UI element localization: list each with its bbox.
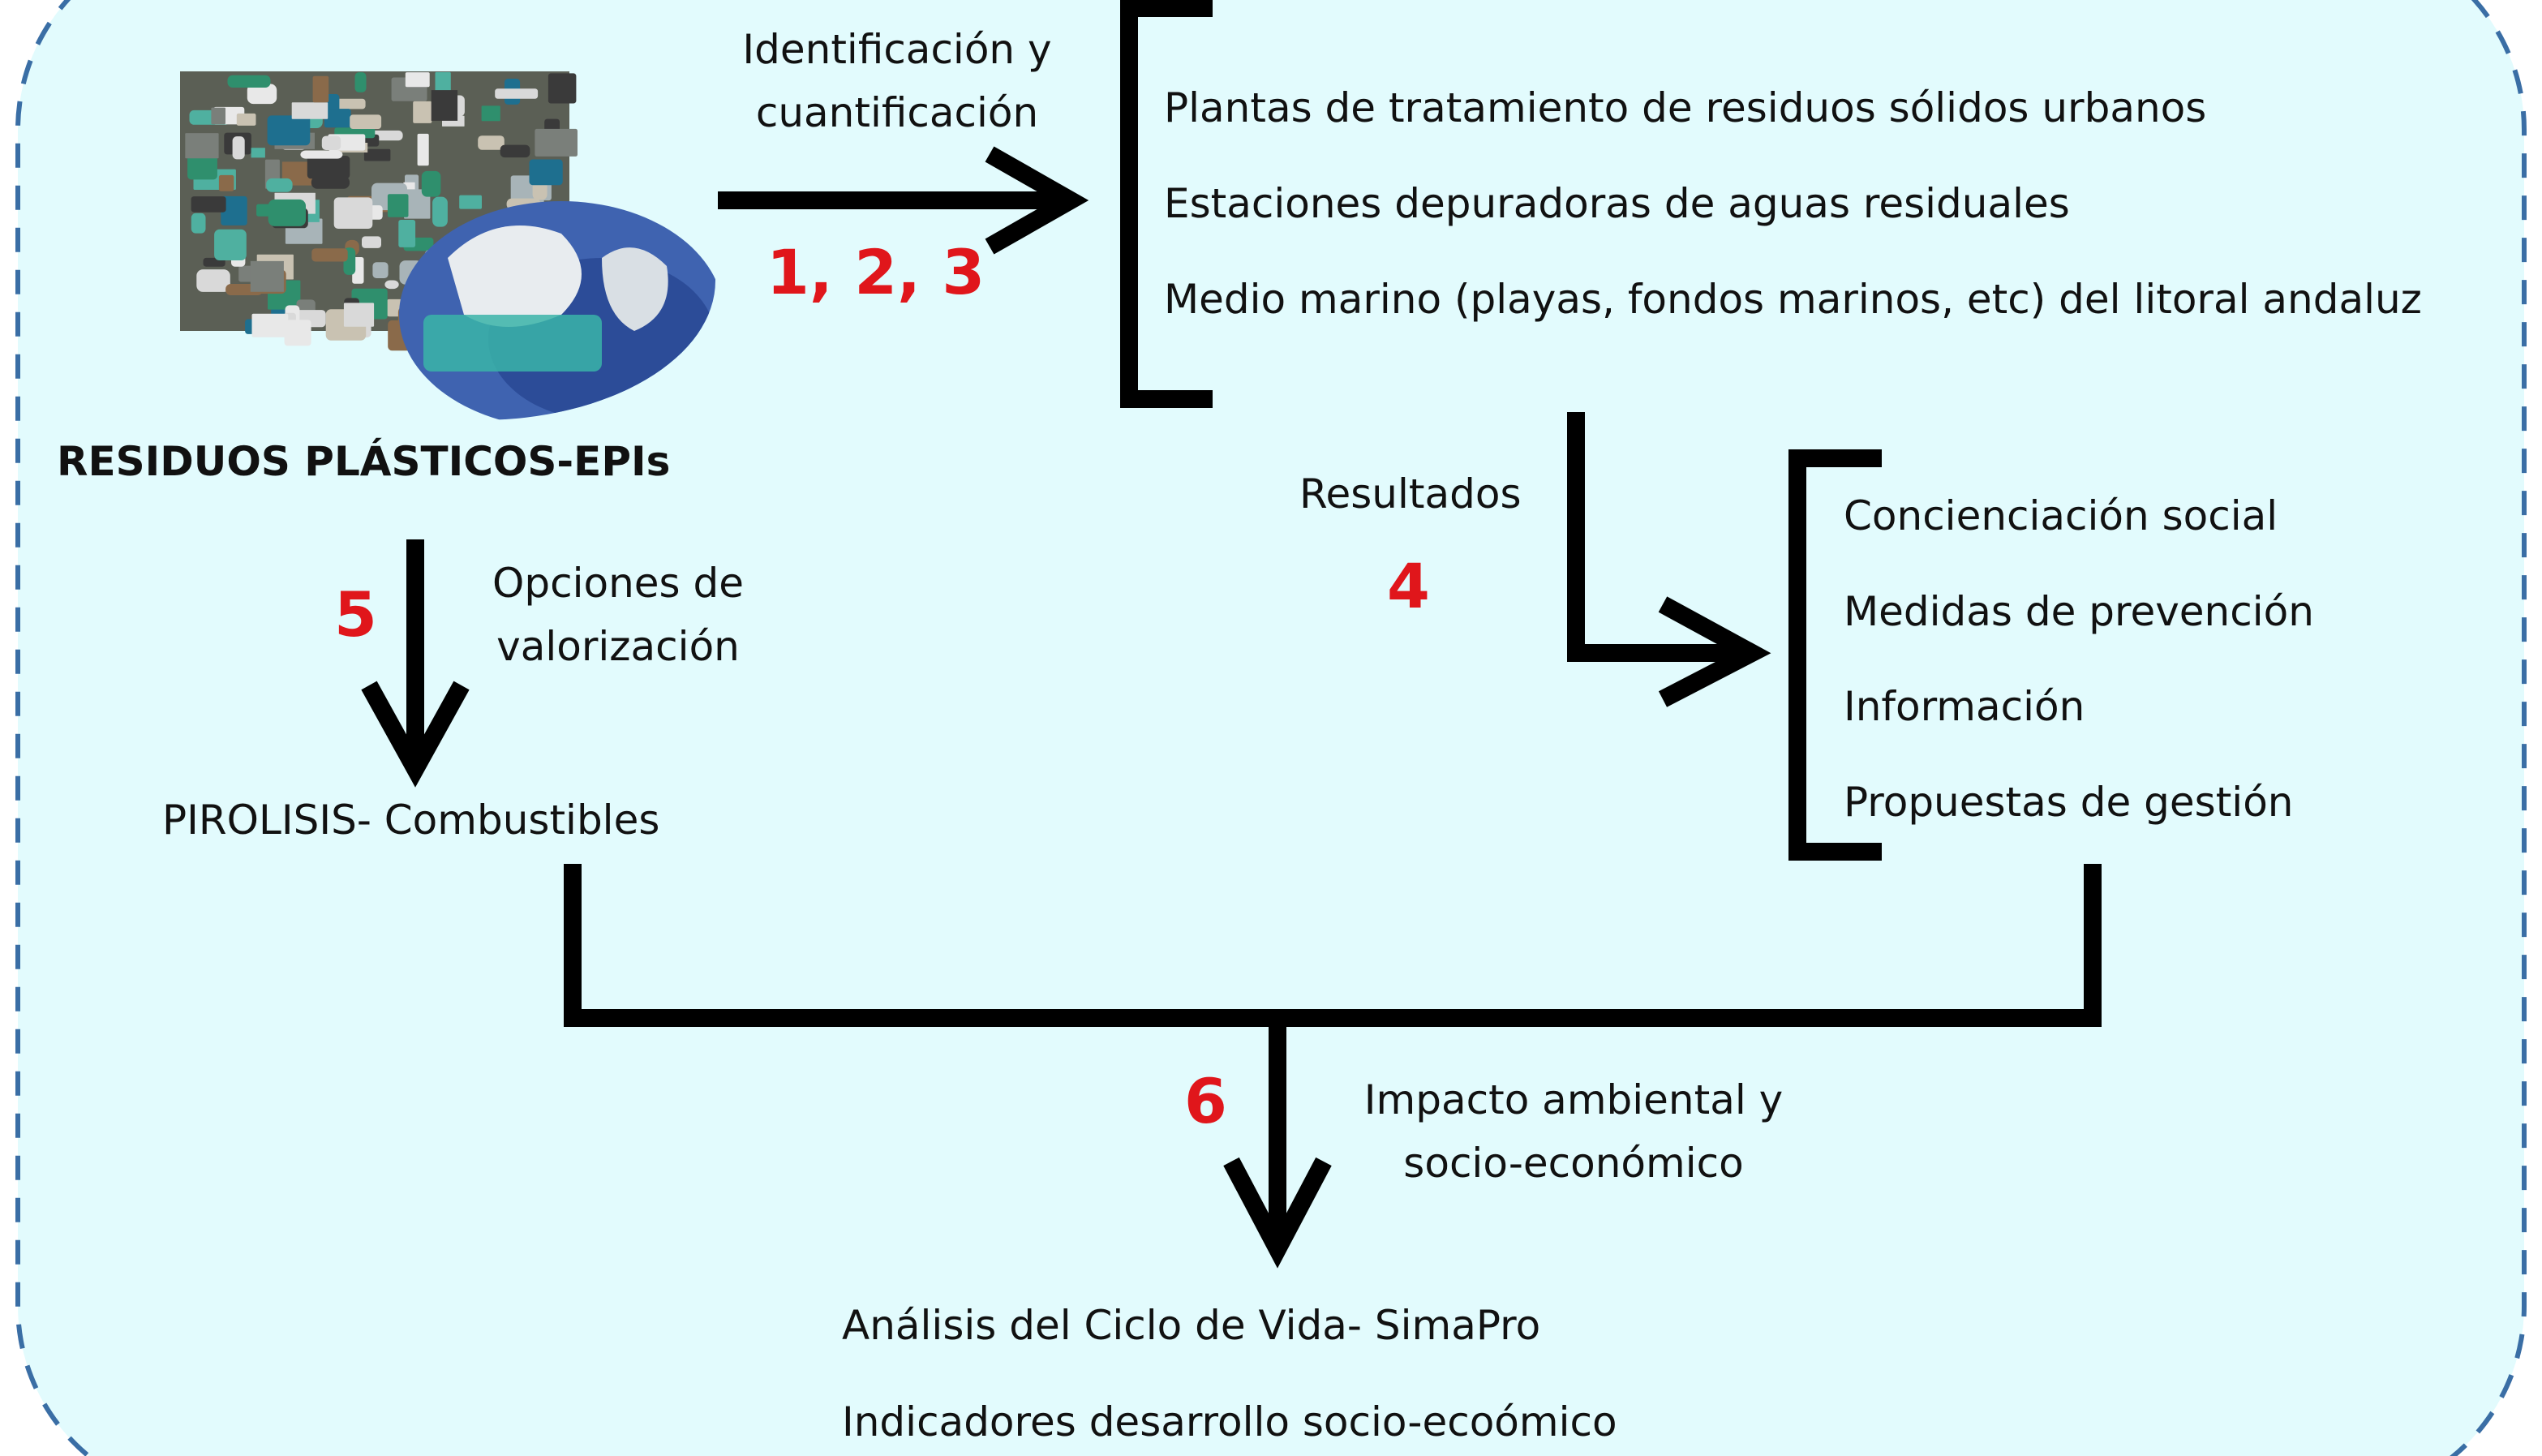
debris-piece <box>251 313 289 337</box>
debris-piece <box>284 320 311 346</box>
debris-piece <box>413 101 432 123</box>
final-output-2: Indicadores desarrollo socio-ecoómico <box>842 1398 1617 1445</box>
debris-piece <box>333 98 366 110</box>
final-output-1: Análisis del Ciclo de Vida- SimaPro <box>842 1302 1541 1349</box>
debris-piece <box>387 194 409 217</box>
debris-piece <box>214 229 247 260</box>
valorization-arrow <box>361 539 470 788</box>
debris-piece <box>354 72 367 92</box>
debris-piece <box>221 195 247 225</box>
debris-piece <box>232 136 245 160</box>
debris-piece <box>547 73 577 104</box>
debris-piece <box>196 269 230 292</box>
debris-piece <box>459 195 482 209</box>
results-step-number: 4 <box>1387 550 1430 622</box>
identification-arrow <box>718 146 1089 255</box>
debris-piece <box>478 135 505 150</box>
debris-piece <box>495 88 539 99</box>
debris-piece <box>535 128 578 157</box>
debris-piece <box>369 205 383 220</box>
debris-piece <box>350 114 382 129</box>
identification-label-line-2: cuantificación <box>755 89 1039 136</box>
debris-piece <box>431 90 458 121</box>
source-item-3: Medio marino (playas, fondos marinos, et… <box>1164 276 2422 323</box>
debris-piece <box>311 176 350 189</box>
results-item-3: Información <box>1844 683 2085 730</box>
debris-piece <box>191 196 226 213</box>
debris-piece <box>372 262 389 278</box>
debris-piece <box>321 135 341 150</box>
identification-label-line-1: Identificación y <box>742 26 1052 73</box>
waste-title: RESIDUOS PLÁSTICOS-EPIs <box>57 438 671 485</box>
debris-piece <box>362 236 381 248</box>
plastic-waste-and-ppe-photo <box>180 71 715 420</box>
valorization-label-line-1: Opciones de <box>492 560 744 607</box>
debris-piece <box>300 150 343 159</box>
debris-piece <box>405 72 430 88</box>
sources-bracket <box>1120 0 1213 408</box>
debris-piece <box>363 148 391 161</box>
debris-piece <box>421 170 441 197</box>
results-bracket <box>1788 449 1882 861</box>
impact-label-line-2: socio-económico <box>1403 1140 1744 1187</box>
debris-piece <box>432 196 448 227</box>
source-item-1: Plantas de tratamiento de residuos sólid… <box>1164 84 2207 131</box>
debris-piece <box>481 105 500 122</box>
debris-piece <box>218 174 234 191</box>
debris-piece <box>384 280 399 290</box>
valorization-step-number: 5 <box>334 578 377 651</box>
debris-piece <box>267 115 311 146</box>
debris-piece <box>404 189 431 219</box>
debris-piece <box>191 213 206 234</box>
plastic-waste-icon <box>180 71 715 420</box>
debris-piece <box>312 75 329 103</box>
debris-piece <box>268 199 306 226</box>
debris-piece <box>311 248 348 262</box>
debris-piece <box>291 102 328 119</box>
debris-piece <box>500 144 530 158</box>
impact-step-number: 6 <box>1184 1065 1227 1137</box>
pyrolysis-output: PIROLISIS- Combustibles <box>162 797 660 844</box>
debris-piece <box>398 220 416 247</box>
debris-piece <box>227 75 271 88</box>
debris-piece <box>250 260 284 292</box>
debris-piece <box>343 303 375 327</box>
valorization-label-line-2: valorización <box>496 623 740 670</box>
debris-piece <box>324 109 351 128</box>
debris-piece <box>251 148 265 158</box>
merge-connector <box>564 864 2102 1027</box>
results-item-1: Concienciación social <box>1844 492 2278 539</box>
debris-piece <box>417 133 429 166</box>
debris-piece <box>211 107 225 125</box>
debris-piece <box>333 197 373 229</box>
debris-piece <box>307 156 350 179</box>
results-item-4: Propuestas de gestión <box>1844 779 2294 826</box>
debris-piece <box>247 84 277 105</box>
debris-piece <box>185 133 219 159</box>
impact-label-line-1: Impacto ambiental y <box>1363 1076 1784 1123</box>
source-item-2: Estaciones depuradoras de aguas residual… <box>1164 180 2070 227</box>
debris-piece <box>236 113 256 126</box>
results-arrow <box>1567 412 1771 707</box>
debris-piece <box>529 159 563 186</box>
results-label: Resultados <box>1299 470 1522 518</box>
impact-arrow <box>1223 1018 1332 1269</box>
identification-step-numbers: 1, 2, 3 <box>766 236 985 308</box>
debris-piece <box>266 178 293 192</box>
results-item-2: Medidas de prevención <box>1844 588 2314 635</box>
